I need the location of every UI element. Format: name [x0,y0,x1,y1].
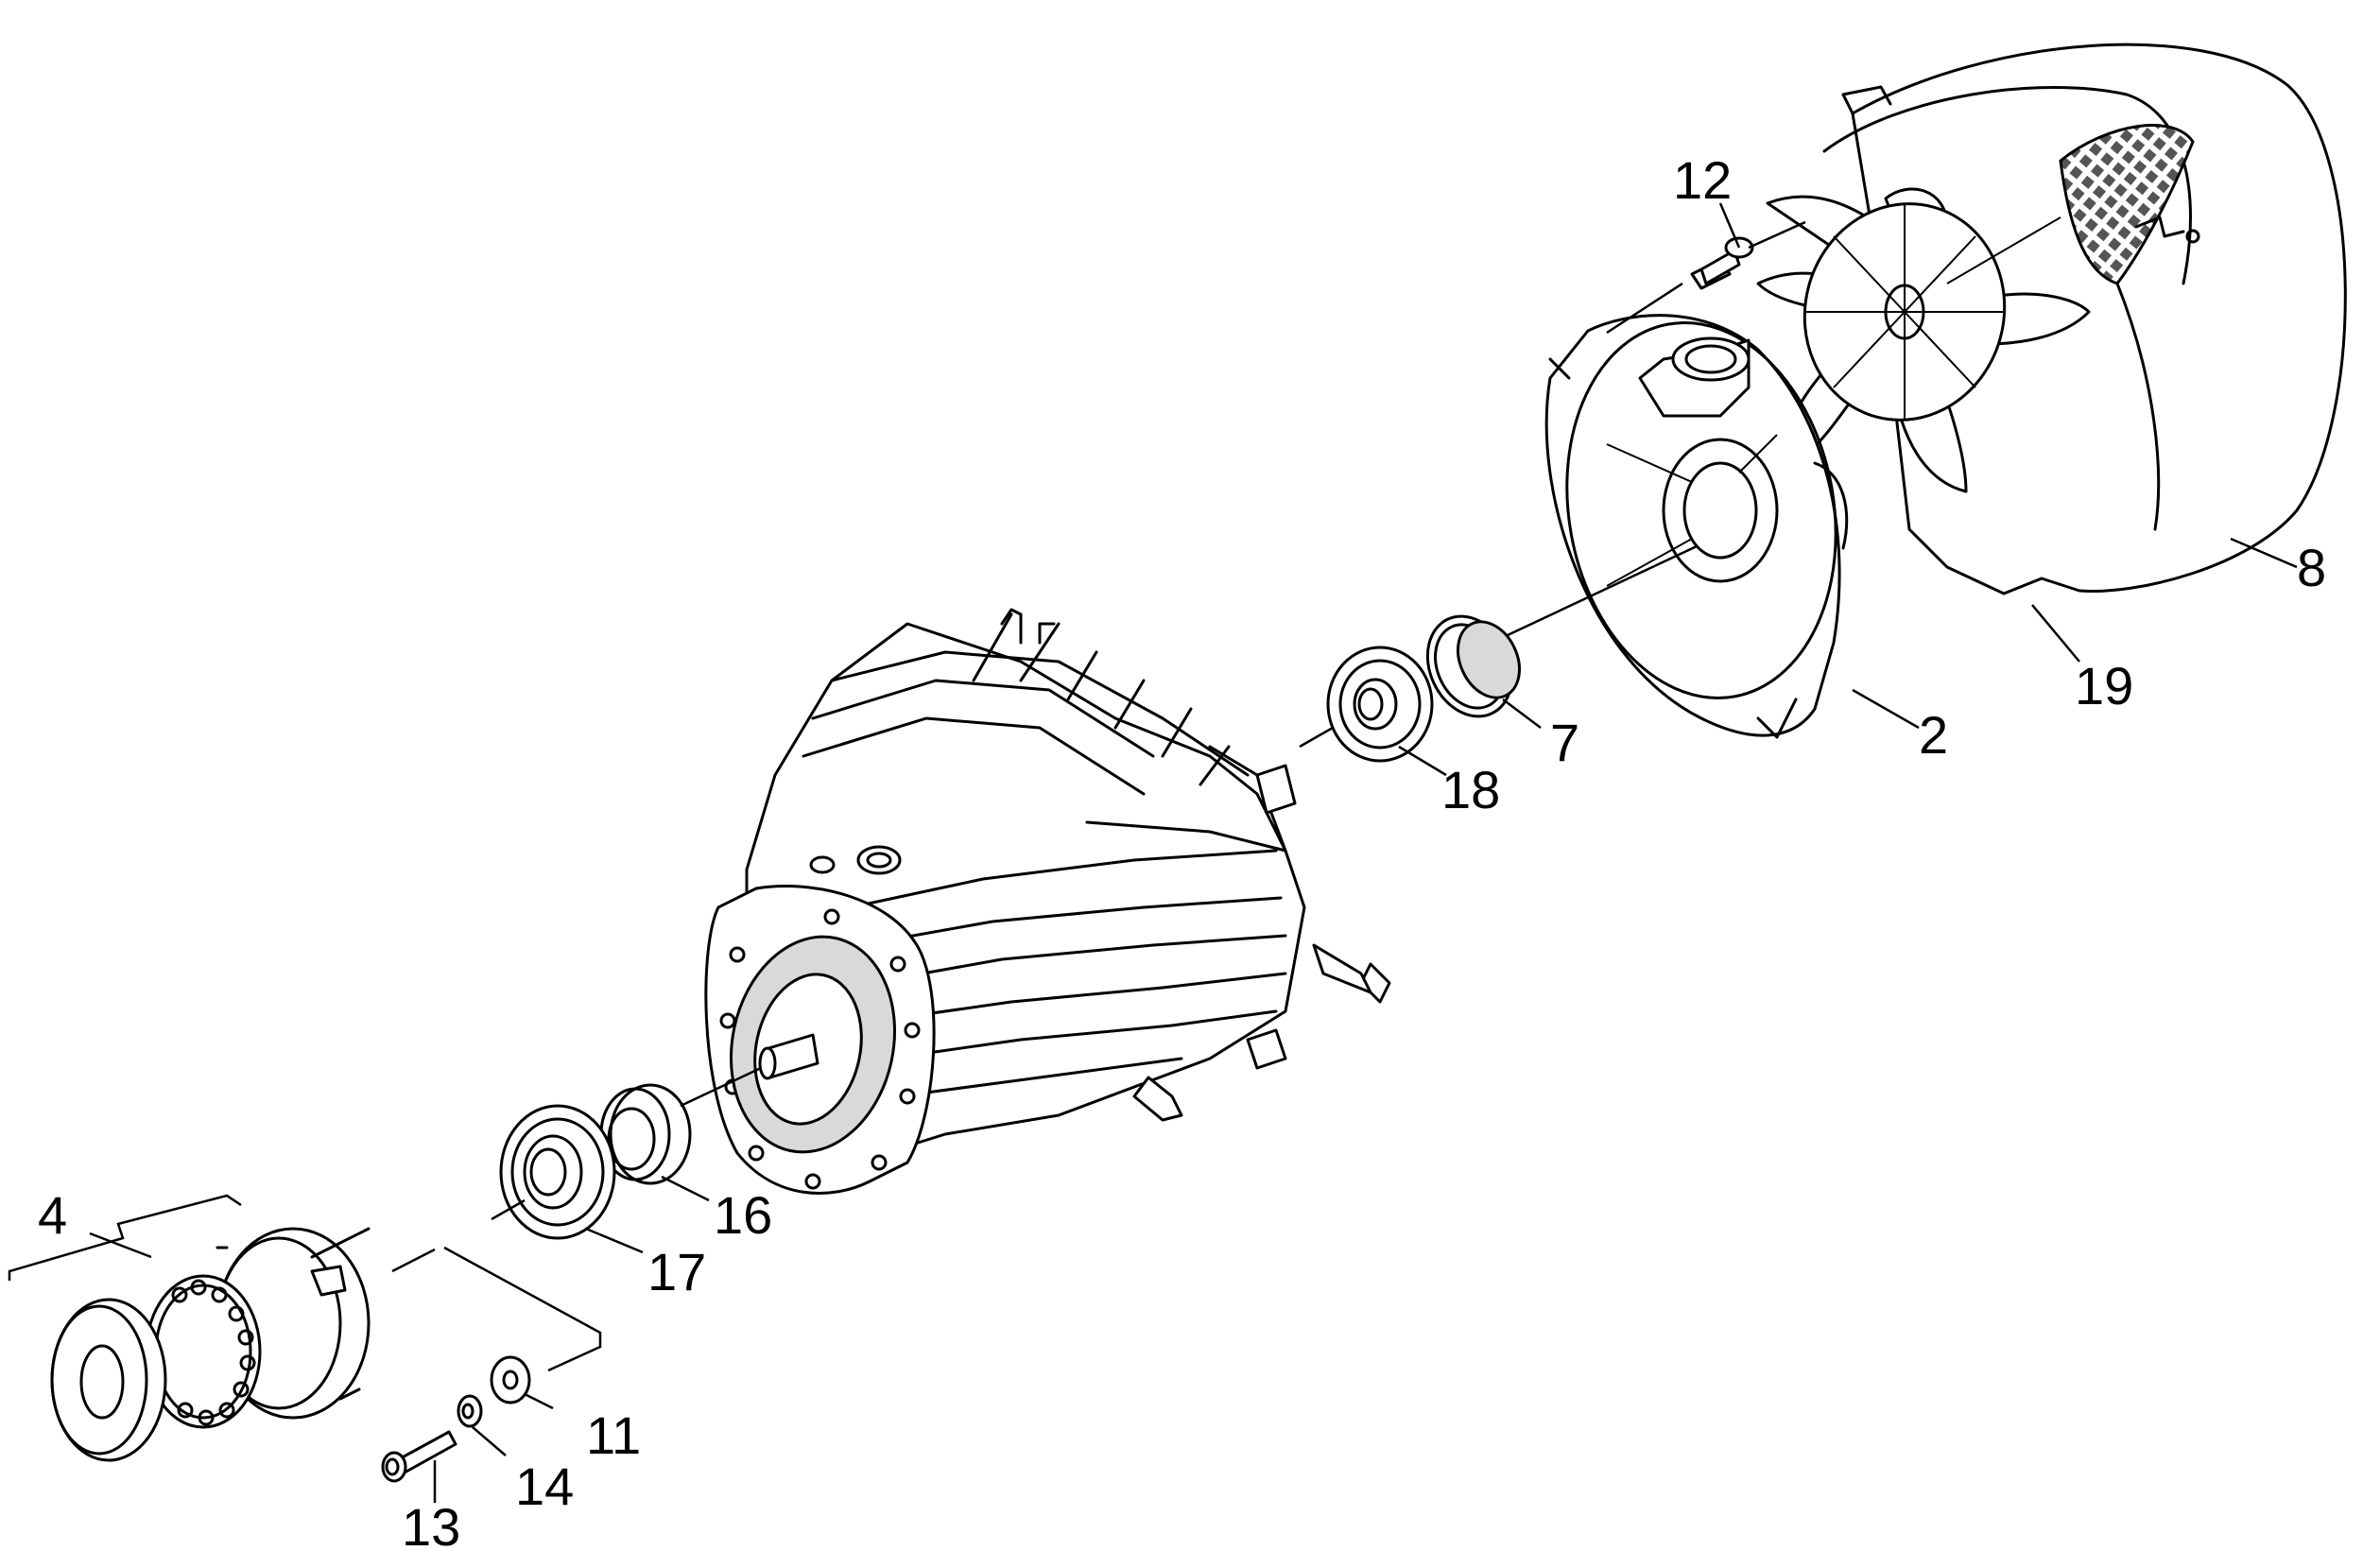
axial-bearing-part-4 [50,1227,371,1462]
callout-leaders [8,202,2298,1503]
bearing-part-18 [1326,646,1434,763]
callout-12: 12 [1673,150,1732,210]
callout-16: 16 [714,1185,772,1245]
callout-11: 11 [586,1405,641,1465]
callout-8: 8 [2297,538,2326,597]
callout-13: 13 [402,1497,460,1557]
screw-part-13 [381,1430,457,1483]
callout-18: 18 [1441,760,1500,819]
assembly-axis-lines [391,220,1806,1372]
washer-part-11 [490,1355,531,1404]
callout-14: 14 [515,1456,574,1516]
bearing-part-17 [499,1104,616,1240]
fan-cover-part-8 [1822,43,2347,595]
fan-impeller-part-19 [1756,187,2091,493]
callout-2: 2 [1919,705,1948,765]
screw-part-12 [1690,236,1754,290]
callout-4: 4 [38,1185,67,1245]
callout-17: 17 [647,1242,706,1301]
callout-19: 19 [2075,656,2133,715]
washer-part-14 [457,1394,483,1428]
motor-flange [704,885,936,1195]
end-shield-part-2 [1544,314,1849,739]
ring-part-7 [1425,614,1521,718]
callout-7: 7 [1550,713,1579,772]
callout-numbers: 12 8 19 2 7 18 16 17 4 11 14 13 [38,150,2326,1557]
